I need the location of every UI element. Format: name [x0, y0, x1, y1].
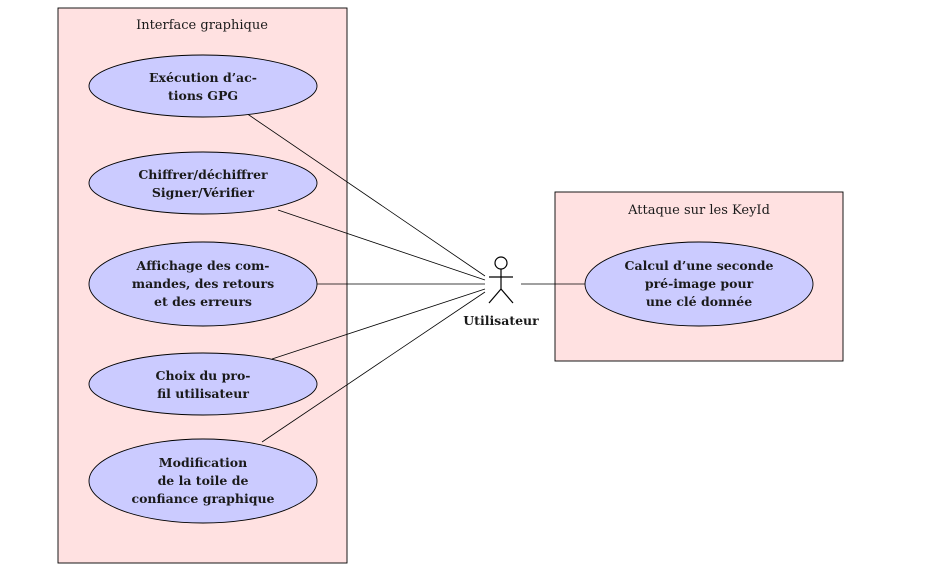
use-case-ellipse	[88, 352, 318, 416]
use-case-label-line: Affichage des com-	[136, 258, 270, 273]
use-case-ellipse	[88, 151, 318, 215]
use-case-label-line: fil utilisateur	[157, 386, 249, 401]
associations	[245, 112, 585, 443]
use-case-label-line: et des erreurs	[154, 294, 252, 309]
use-case-uc5: Modification de la toile de confiance gr…	[88, 438, 318, 524]
use-case-label-line: une clé donnée	[646, 294, 752, 309]
actor-left-leg	[488, 288, 502, 304]
association-uc2	[277, 209, 486, 281]
use-case-ellipse	[88, 241, 318, 327]
actor-label: Utilisateur	[463, 313, 539, 328]
use-case-uc1: Exécution d’ac- tions GPG	[88, 54, 318, 118]
use-case-uc3: Affichage des com- mandes, des retours e…	[88, 241, 318, 327]
association-uc4	[271, 288, 486, 360]
use-case-label-line: Modification	[159, 455, 247, 470]
use-case-ellipse	[584, 241, 814, 327]
use-case-uc4: Choix du pro- fil utilisateur	[88, 352, 318, 416]
use-case-label-line: Calcul d’une seconde	[625, 258, 774, 273]
use-case-label-line: de la toile de	[158, 473, 249, 488]
use-case-uc2: Chiffrer/déchiffrer Signer/Vérifier	[88, 151, 318, 215]
use-case-ellipse	[88, 54, 318, 118]
actor-head	[494, 256, 508, 270]
association-uc1	[245, 112, 486, 277]
boundary-title-interface-graphique: Interface graphique	[136, 18, 268, 33]
boundary-title-attaque-keyid: Attaque sur les KeyId	[627, 203, 770, 218]
use-case-uc6: Calcul d’une seconde pré-image pour une …	[584, 241, 814, 327]
association-uc5	[261, 291, 486, 443]
stick-figure-icon	[488, 256, 514, 304]
actor-utilisateur: Utilisateur	[463, 256, 539, 328]
use-case-label-line: tions GPG	[168, 88, 238, 103]
use-case-label-line: Choix du pro-	[156, 368, 251, 383]
use-case-label-line: Chiffrer/déchiffrer	[138, 167, 268, 182]
use-case-label-line: pré-image pour	[645, 276, 754, 291]
use-case-label-line: confiance graphique	[131, 491, 274, 506]
use-case-label-line: mandes, des retours	[132, 276, 274, 291]
use-case-label-line: Signer/Vérifier	[152, 185, 255, 200]
use-case-label-line: Exécution d’ac-	[149, 70, 257, 85]
actor-right-leg	[500, 288, 514, 304]
use-case-ellipse	[88, 438, 318, 524]
